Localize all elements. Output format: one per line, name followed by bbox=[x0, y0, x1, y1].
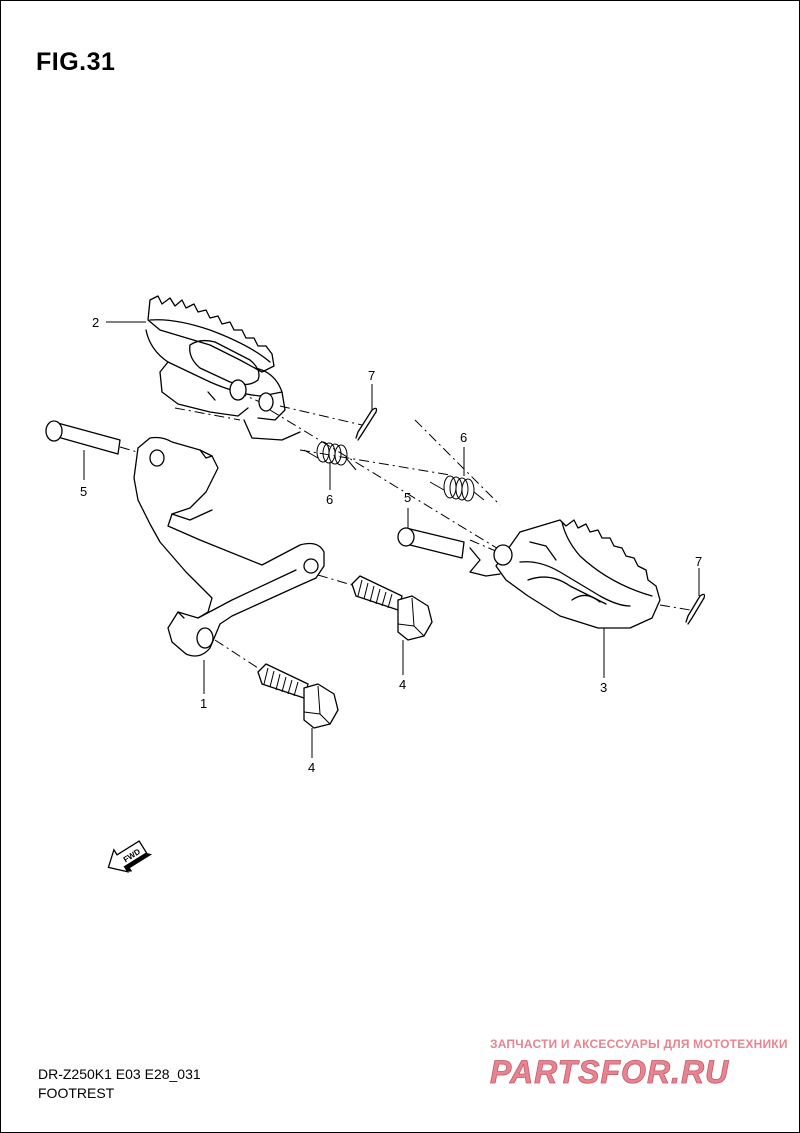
callout-1: 1 bbox=[200, 696, 207, 711]
footrest-left[interactable] bbox=[145, 295, 301, 441]
figure-title: FIG.31 bbox=[36, 48, 116, 76]
spring-right[interactable] bbox=[429, 475, 485, 502]
callout-6-left: 6 bbox=[326, 492, 333, 507]
pin-right[interactable] bbox=[397, 527, 465, 559]
callout-7-upper: 7 bbox=[368, 368, 375, 383]
callout-4-lower: 4 bbox=[308, 760, 315, 775]
leader-lines bbox=[83, 321, 700, 758]
callout-4-upper: 4 bbox=[399, 677, 406, 692]
section-name: FOOTREST bbox=[38, 1085, 115, 1101]
callout-2: 2 bbox=[92, 315, 99, 330]
watermark-logo-text: PARTSFOR.RU bbox=[490, 1054, 729, 1089]
bolt-lower[interactable] bbox=[257, 663, 339, 729]
assembly-lines bbox=[119, 391, 691, 669]
callout-5-right: 5 bbox=[404, 490, 411, 505]
watermark-tagline: ЗАПЧАСТИ И АКСЕССУАРЫ ДЛЯ МОТОТЕХНИКИ bbox=[490, 1037, 788, 1051]
model-code: DR-Z250K1 E03 E28_031 bbox=[38, 1066, 201, 1082]
watermark-logo: PARTSFOR.RU bbox=[490, 1054, 729, 1089]
callout-7-lower: 7 bbox=[695, 554, 702, 569]
spring-left[interactable] bbox=[303, 441, 357, 471]
cotter-pin-lower[interactable] bbox=[685, 593, 706, 625]
callout-6-right: 6 bbox=[460, 430, 467, 445]
callout-3: 3 bbox=[600, 680, 607, 695]
callout-5-left: 5 bbox=[80, 484, 87, 499]
footrest-bracket[interactable] bbox=[133, 436, 325, 657]
pin-left[interactable] bbox=[45, 420, 121, 455]
fwd-arrow-icon: FWD bbox=[107, 840, 153, 873]
footrest-right[interactable] bbox=[469, 519, 661, 629]
cotter-pin-upper[interactable] bbox=[355, 407, 378, 441]
bolt-upper[interactable] bbox=[351, 575, 433, 641]
